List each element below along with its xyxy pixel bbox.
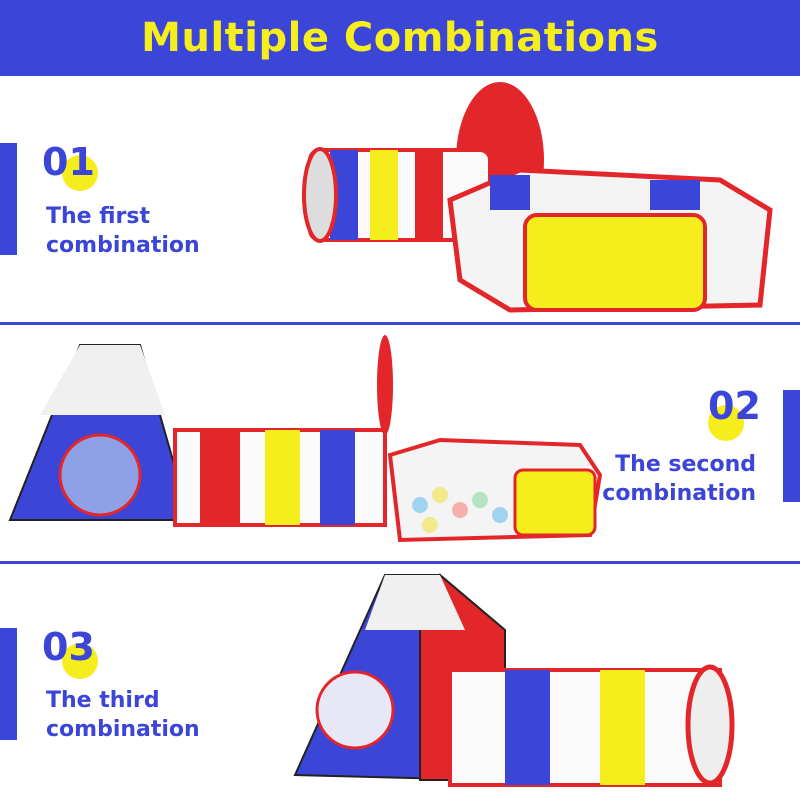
- combination-2-image: [8, 335, 603, 543]
- caption-line: The third: [46, 688, 160, 713]
- divider: [0, 322, 800, 325]
- combination-3-image: [293, 573, 735, 787]
- section-number: 02: [708, 384, 761, 428]
- yellow-dot: [62, 643, 98, 679]
- yellow-dot: [62, 155, 98, 191]
- section-number: 03: [42, 625, 95, 669]
- caption-line: combination: [46, 233, 200, 258]
- header-banner: Multiple Combinations: [0, 0, 800, 76]
- page-title: Multiple Combinations: [141, 15, 659, 61]
- yellow-dot: [708, 405, 744, 441]
- section-caption: The second combination: [602, 450, 756, 508]
- caption-line: combination: [602, 481, 756, 506]
- section-caption: The first combination: [46, 202, 200, 260]
- accent-bar: [0, 143, 17, 255]
- divider: [0, 561, 800, 564]
- caption-line: combination: [46, 717, 200, 742]
- caption-line: The first: [46, 204, 151, 229]
- caption-line: The second: [615, 452, 756, 477]
- combination-1-image: [302, 82, 773, 313]
- section-number: 01: [42, 140, 95, 184]
- accent-bar: [0, 628, 17, 740]
- accent-bar: [783, 390, 800, 502]
- section-caption: The third combination: [46, 686, 200, 744]
